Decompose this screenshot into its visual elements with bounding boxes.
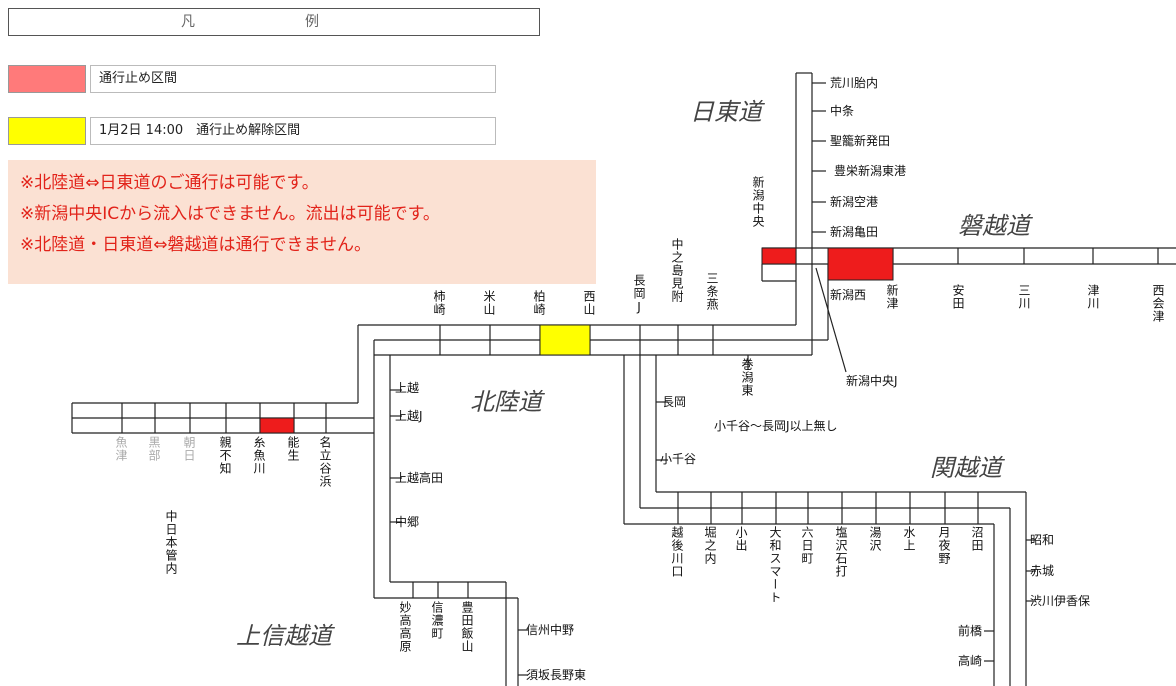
station-label: 中之島見附 xyxy=(670,238,684,303)
station-label: 堀之内 xyxy=(703,526,717,565)
station-label: 新潟西 xyxy=(830,288,867,302)
station-label: 新潟中央 xyxy=(751,176,765,228)
station-label: 荒川胎内 xyxy=(830,76,879,90)
notice-line: ※北陸道・日東道⇔磐越道は通行できません。 xyxy=(20,235,371,255)
notice-line: ※北陸道⇔日東道のご通行は可能です。 xyxy=(20,173,319,193)
station-label: 信州中野 xyxy=(526,623,575,637)
station-label: 中条 xyxy=(830,104,855,118)
station-label: 小千谷 xyxy=(660,452,697,466)
station-label: 魚津 xyxy=(114,436,128,462)
station-label: 塩沢石打 xyxy=(834,526,848,578)
station-label: 能生 xyxy=(286,436,300,462)
station-label: 高崎 xyxy=(958,654,983,668)
station-label: 新津 xyxy=(885,284,899,310)
station-label: 西山 xyxy=(582,290,596,316)
station-label: 名立谷浜 xyxy=(318,436,332,488)
closed-segment xyxy=(259,417,295,434)
station-label: 渋川伊香保 xyxy=(1030,594,1091,608)
station-label: 糸魚川 xyxy=(252,436,266,475)
station-label: 大和スマート xyxy=(768,526,782,604)
station-label: 米山 xyxy=(482,290,496,316)
legend-closed-label: 通行止め区間 xyxy=(90,65,496,93)
station-label: 豊田飯山 xyxy=(460,601,474,653)
station-label: 須坂長野東 xyxy=(526,668,587,682)
station-label: 月夜野 xyxy=(937,526,951,565)
station-label: 昭和 xyxy=(1030,533,1055,547)
road-name-kanetsudo: 関越道 xyxy=(930,454,1002,482)
station-label: 上越高田 xyxy=(395,471,444,485)
closed-segment xyxy=(827,247,894,281)
station-label: 沼田 xyxy=(970,526,984,552)
legend-closed-swatch xyxy=(8,65,86,93)
station-label: 前橋 xyxy=(958,624,983,638)
station-label: 信濃町 xyxy=(430,601,444,640)
station-label: 水上 xyxy=(902,526,916,552)
station-label: 三川 xyxy=(1017,284,1031,310)
station-label: 柿崎 xyxy=(432,290,446,316)
station-label: 長岡J xyxy=(632,274,646,315)
notice-line: ※新潟中央ICから流入はできません。流出は可能です。 xyxy=(20,204,440,224)
station-label: 巻潟東 xyxy=(740,358,754,397)
road-name-joshinetsudo: 上信越道 xyxy=(236,622,332,650)
station-label: 朝日 xyxy=(182,436,196,462)
station-label: 湯沢 xyxy=(868,526,882,552)
station-label: 長岡 xyxy=(662,395,687,409)
legend-reopened-label: 1月2日 14:00 通行止め解除区間 xyxy=(90,117,496,145)
station-label: 新潟亀田 xyxy=(830,225,879,239)
station-label: 上越 xyxy=(395,381,420,395)
station-label: 赤城 xyxy=(1030,564,1055,578)
station-label: 黒部 xyxy=(147,436,161,462)
road-name-nittodo: 日東道 xyxy=(690,98,762,126)
legend-title: 凡 例 xyxy=(8,8,540,36)
station-label: 中郷 xyxy=(395,515,420,529)
no-stop-note: 小千谷～長岡J以上無し xyxy=(714,419,838,433)
station-label: 安田 xyxy=(951,284,965,310)
station-label: 豊栄新潟東港 xyxy=(834,164,907,178)
reopened-segment xyxy=(539,324,591,356)
station-label: 小出 xyxy=(734,526,748,552)
road-name-hokurikudo: 北陸道 xyxy=(470,388,542,416)
station-label: 妙高高原 xyxy=(398,601,412,653)
station-label: 津川 xyxy=(1086,284,1100,310)
station-label: 新潟空港 xyxy=(830,195,879,209)
closed-segment xyxy=(761,247,797,265)
station-label: 新潟中央J xyxy=(846,374,898,388)
station-label: 親不知 xyxy=(218,436,232,475)
station-label: 六日町 xyxy=(800,526,814,565)
notice-box: ※北陸道⇔日東道のご通行は可能です。 ※新潟中央ICから流入はできません。流出は… xyxy=(8,160,596,284)
road-name-bandaido: 磐越道 xyxy=(958,212,1030,240)
legend-reopened-swatch xyxy=(8,117,86,145)
station-label: 聖籠新発田 xyxy=(830,134,891,148)
region-label: 中日本管内 xyxy=(164,510,178,575)
station-label: 三条燕 xyxy=(705,272,719,311)
station-label: 上越J xyxy=(395,409,423,423)
station-label: 越後川口 xyxy=(670,526,684,578)
station-label: 柏崎 xyxy=(532,290,546,316)
station-label: 西会津 xyxy=(1151,284,1165,323)
